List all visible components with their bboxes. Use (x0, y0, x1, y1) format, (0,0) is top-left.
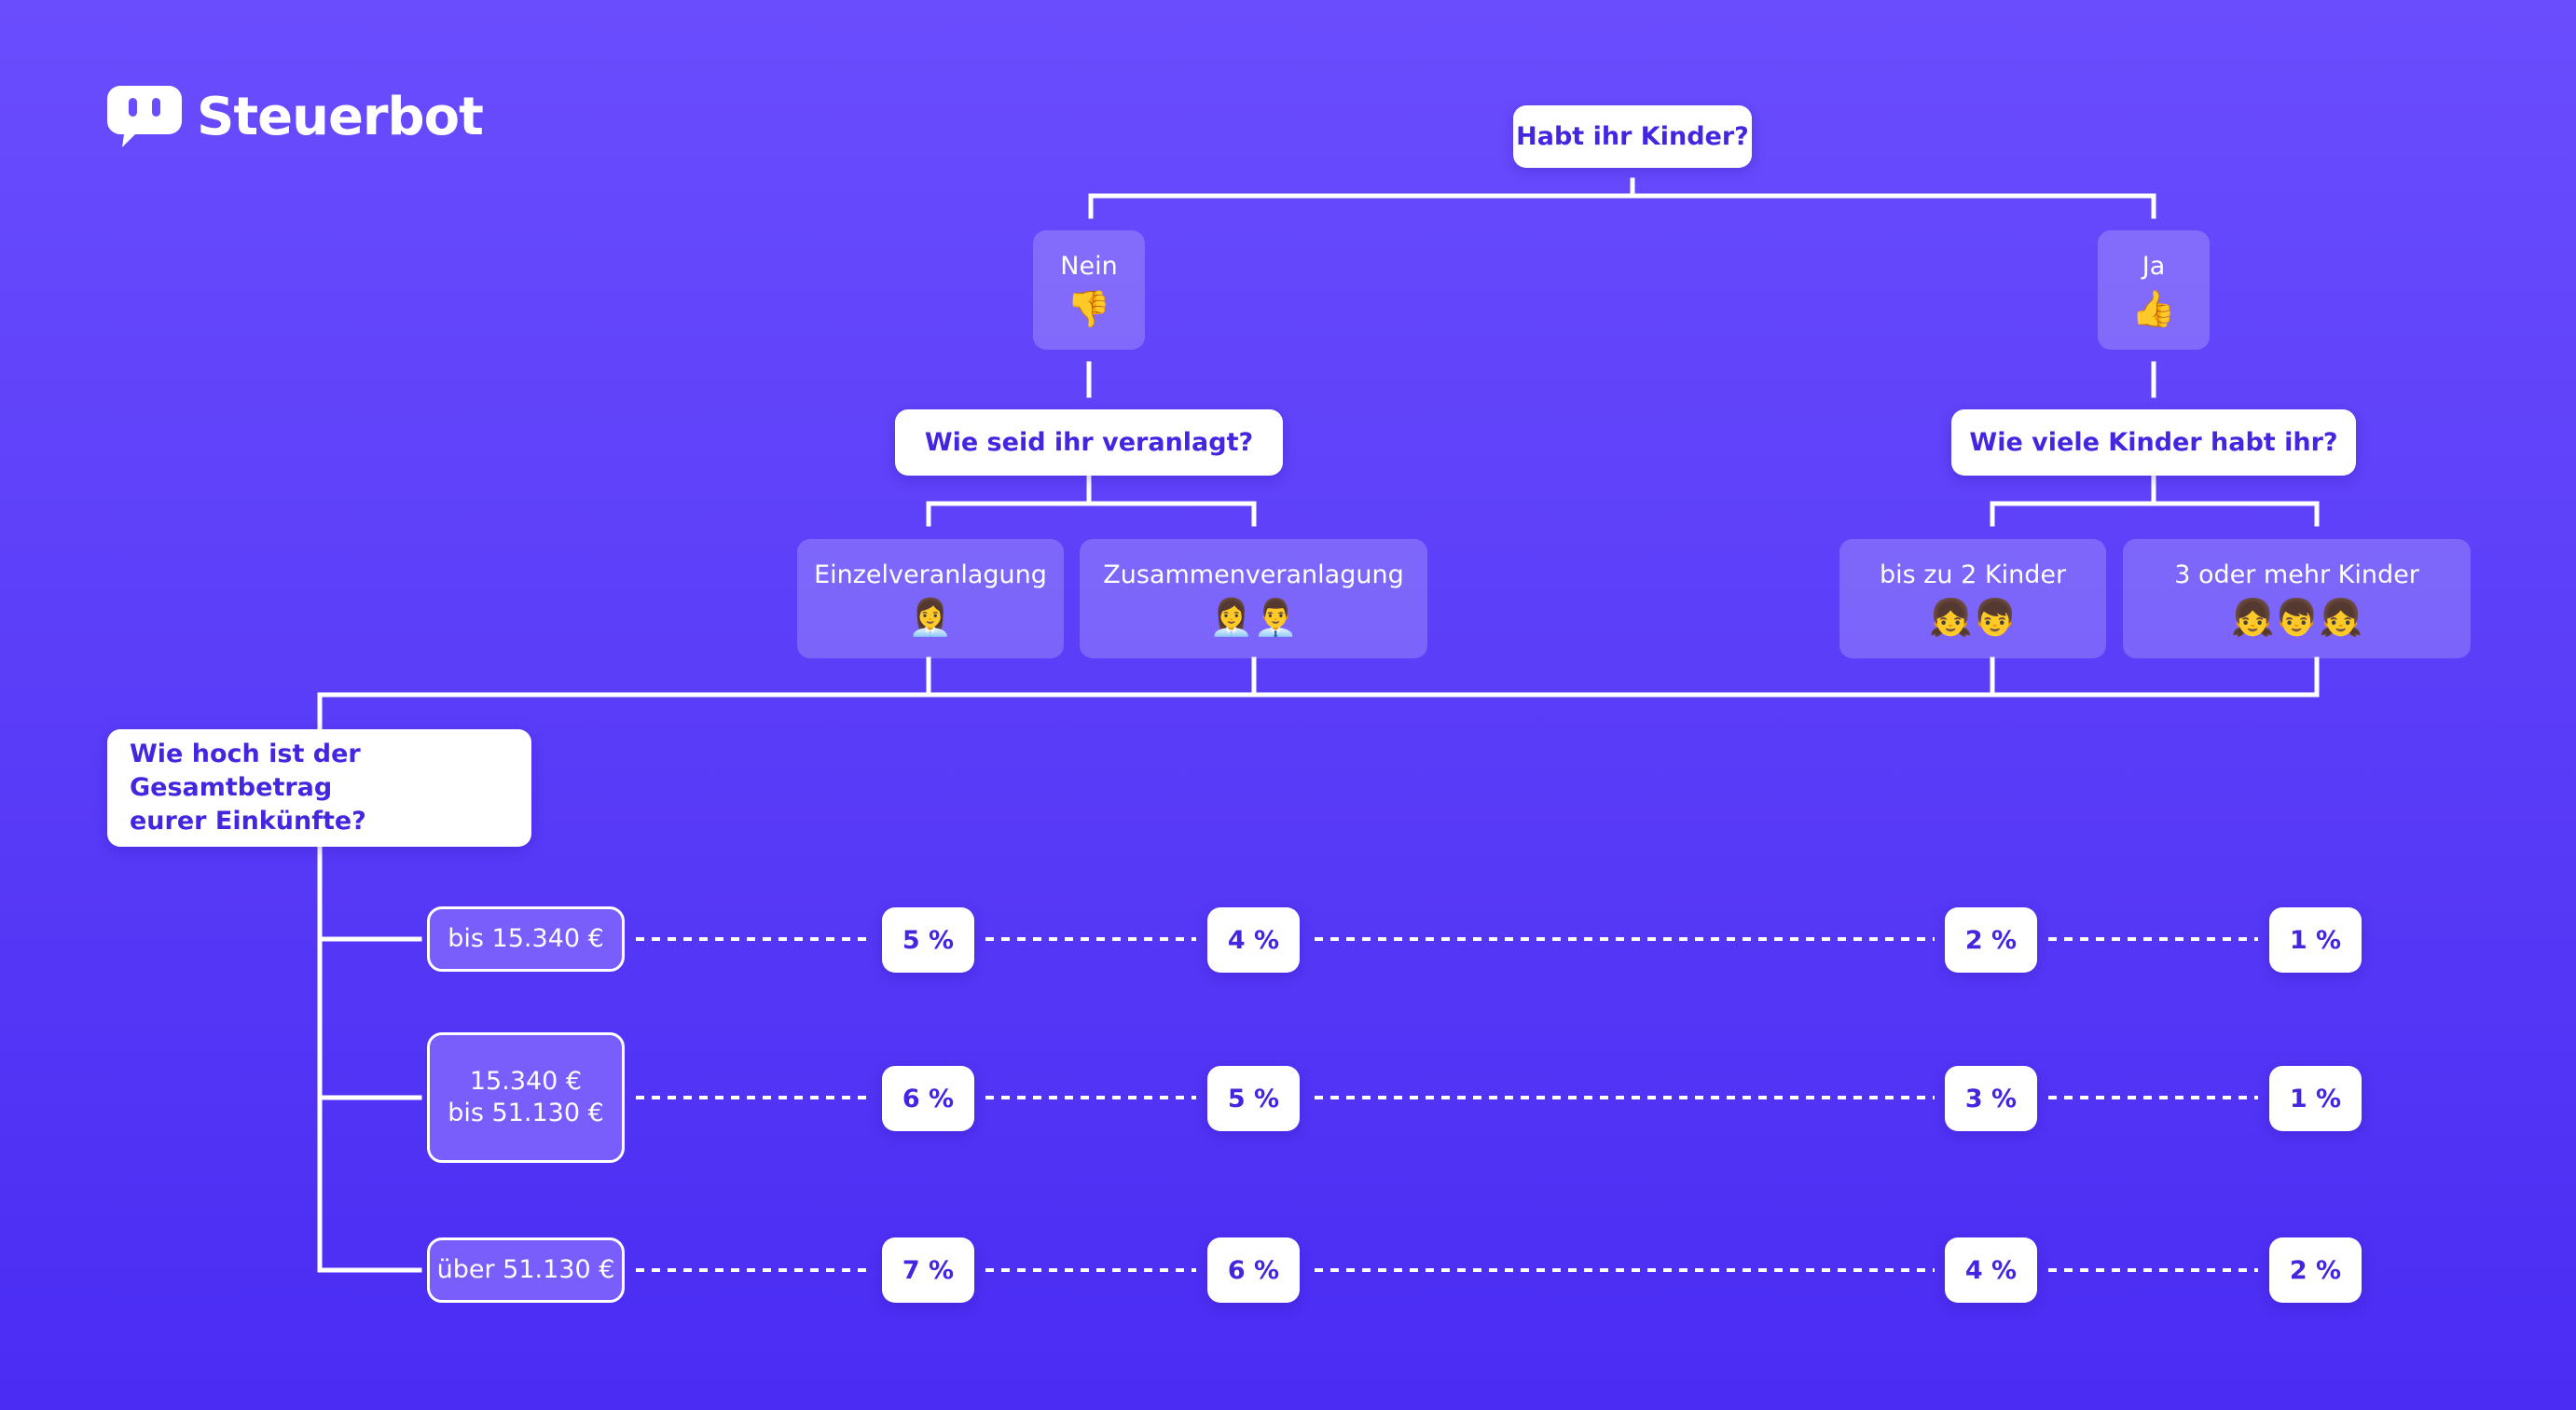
rate-low-single: 5 % (882, 907, 974, 973)
income-range-high: über 51.130 € (427, 1237, 625, 1303)
rate-mid-two-children: 3 % (1945, 1066, 2037, 1131)
answer-yes: Ja 👍 (2098, 230, 2210, 350)
income-range-low-text: bis 15.340 € (448, 924, 604, 953)
answer-three-or-more-children: 3 oder mehr Kinder 👧👦👧 (2123, 539, 2471, 658)
rate-value: 2 % (2289, 1255, 2342, 1285)
rate-high-single: 7 % (882, 1237, 974, 1303)
businesswoman-icon: 👩‍💼 (908, 596, 953, 638)
rate-value: 3 % (1964, 1084, 2018, 1113)
thumbs-up-icon: 👍 (2131, 287, 2176, 329)
question-children: Habt ihr Kinder? (1513, 105, 1752, 168)
income-range-low: bis 15.340 € (427, 906, 625, 972)
question-child-count: Wie viele Kinder habt ihr? (1951, 409, 2356, 476)
question-income-line2: eurer Einkünfte? (130, 807, 366, 836)
rate-mid-joint: 5 % (1207, 1066, 1300, 1131)
brand-logo: Steuerbot (107, 84, 484, 149)
income-range-mid-line2: bis 51.130 € (448, 1099, 604, 1127)
rate-value: 5 % (902, 925, 955, 955)
question-income-line1: Wie hoch ist der Gesamtbetrag (130, 740, 361, 802)
rate-high-joint: 6 % (1207, 1237, 1300, 1303)
question-child-count-text: Wie viele Kinder habt ihr? (1969, 428, 2338, 457)
question-income: Wie hoch ist der Gesamtbetrag eurer Eink… (107, 729, 531, 847)
answer-no-label: Nein (1060, 251, 1118, 281)
rate-low-joint: 4 % (1207, 907, 1300, 973)
rate-value: 7 % (902, 1255, 955, 1285)
answer-three-or-more-children-label: 3 oder mehr Kinder (2174, 560, 2419, 589)
rate-high-three-children: 2 % (2269, 1237, 2362, 1303)
answer-yes-label: Ja (2142, 251, 2166, 281)
rate-value: 6 % (902, 1084, 955, 1113)
rate-value: 5 % (1227, 1084, 1280, 1113)
answer-single-assessment-label: Einzelveranlagung (814, 560, 1047, 589)
rate-mid-three-children: 1 % (2269, 1066, 2362, 1131)
rate-value: 1 % (2289, 925, 2342, 955)
income-range-mid: 15.340 € bis 51.130 € (427, 1032, 625, 1163)
income-range-mid-line1: 15.340 € (469, 1067, 583, 1096)
answer-no: Nein 👎 (1033, 230, 1145, 350)
thumbs-down-icon: 👎 (1067, 287, 1111, 329)
question-assessment: Wie seid ihr veranlagt? (895, 409, 1283, 476)
rate-low-two-children: 2 % (1945, 907, 2037, 973)
two-children-icon: 👧👦 (1928, 596, 2018, 638)
answer-up-to-two-children: bis zu 2 Kinder 👧👦 (1839, 539, 2106, 658)
rate-value: 2 % (1964, 925, 2018, 955)
three-children-icon: 👧👦👧 (2230, 596, 2363, 638)
rate-low-three-children: 1 % (2269, 907, 2362, 973)
couple-office-icon: 👩‍💼👨‍💼 (1209, 596, 1298, 638)
answer-up-to-two-children-label: bis zu 2 Kinder (1879, 560, 2067, 589)
brand-name: Steuerbot (197, 86, 484, 147)
rate-mid-single: 6 % (882, 1066, 974, 1131)
rate-value: 1 % (2289, 1084, 2342, 1113)
rate-high-two-children: 4 % (1945, 1237, 2037, 1303)
answer-joint-assessment-label: Zusammenveranlagung (1103, 560, 1404, 589)
rate-value: 6 % (1227, 1255, 1280, 1285)
question-children-text: Habt ihr Kinder? (1516, 122, 1749, 151)
income-range-high-text: über 51.130 € (436, 1255, 615, 1284)
answer-single-assessment: Einzelveranlagung 👩‍💼 (797, 539, 1064, 658)
robot-face-icon (107, 86, 182, 147)
rate-value: 4 % (1964, 1255, 2018, 1285)
question-assessment-text: Wie seid ihr veranlagt? (924, 428, 1254, 457)
rate-value: 4 % (1227, 925, 1280, 955)
answer-joint-assessment: Zusammenveranlagung 👩‍💼👨‍💼 (1080, 539, 1427, 658)
